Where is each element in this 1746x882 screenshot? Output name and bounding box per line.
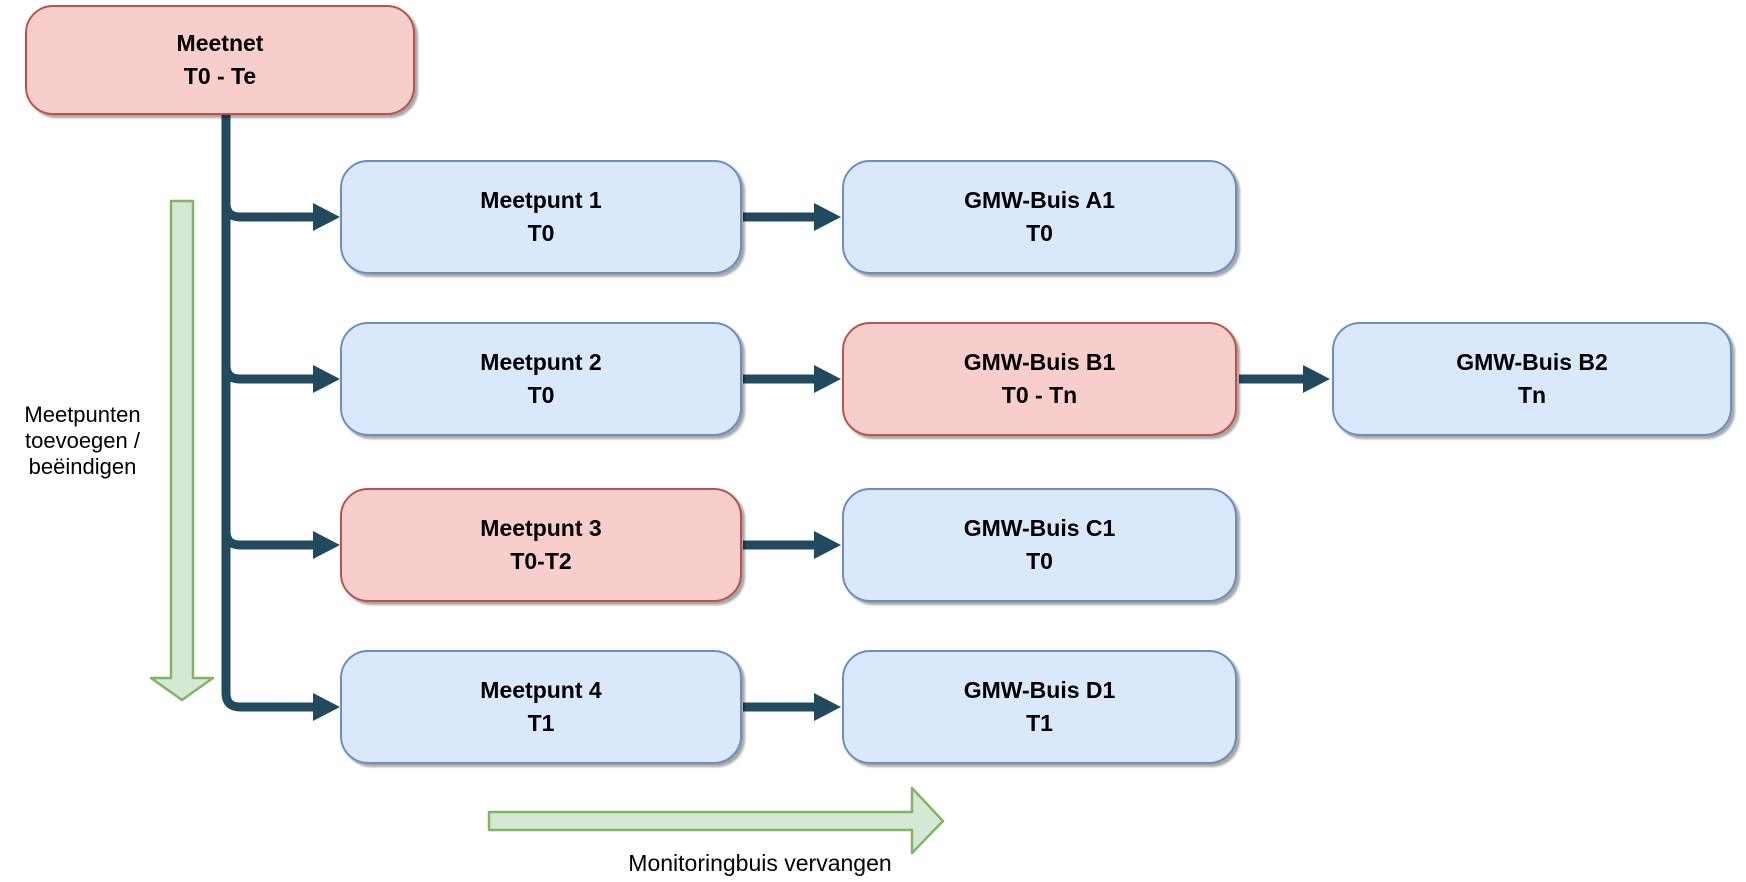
- node-title: Meetpunt 2: [480, 349, 602, 375]
- node-period: T1: [1026, 710, 1053, 736]
- node-gmw-buis-d1: GMW-Buis D1 T1: [842, 650, 1237, 764]
- node-title: GMW-Buis A1: [964, 187, 1115, 213]
- edge-meetnet-meetpunt3: [221, 530, 313, 550]
- node-meetpunt-2: Meetpunt 2 T0: [340, 322, 742, 436]
- node-title: Meetnet: [176, 30, 264, 56]
- edge-meetnet-meetpunt1: [221, 202, 313, 222]
- arrowhead-meetpunt1: [313, 203, 340, 231]
- down-arrow-icon: [149, 199, 215, 702]
- node-period: T0: [527, 220, 555, 246]
- edge-meetnet-trunk: [221, 113, 313, 712]
- right-arrow-icon: [487, 786, 945, 855]
- node-meetpunt-3: Meetpunt 3 T0-T2: [340, 488, 742, 602]
- arrowhead-b2: [1303, 365, 1330, 393]
- arrowhead-meetpunt4: [313, 693, 340, 721]
- arrowhead-c1: [814, 531, 841, 559]
- node-gmw-buis-a1: GMW-Buis A1 T0: [842, 160, 1237, 274]
- node-meetpunt-4: Meetpunt 4 T1: [340, 650, 742, 764]
- node-title: GMW-Buis C1: [963, 515, 1116, 541]
- node-gmw-buis-b2: GMW-Buis B2 Tn: [1332, 322, 1732, 436]
- node-period: T0 - Te: [183, 63, 257, 89]
- arrowhead-b1: [814, 365, 841, 393]
- left-flow-label: Meetpunten toevoegen / beëindigen: [0, 402, 165, 480]
- left-flow-label-line3: beëindigen: [28, 454, 137, 479]
- node-title: GMW-Buis B2: [1456, 349, 1608, 375]
- node-period: T0-T2: [510, 548, 572, 574]
- node-period: Tn: [1517, 382, 1547, 408]
- node-period: T1: [527, 710, 555, 736]
- node-period: T0: [527, 382, 555, 408]
- node-title: GMW-Buis D1: [963, 677, 1116, 703]
- left-flow-label-line1: Meetpunten: [24, 402, 141, 427]
- left-flow-label-line2: toevoegen /: [25, 428, 140, 453]
- arrowhead-meetpunt3: [313, 531, 340, 559]
- bottom-flow-label: Monitoringbuis vervangen: [628, 850, 892, 876]
- node-gmw-buis-b1: GMW-Buis B1 T0 - Tn: [842, 322, 1237, 436]
- node-title: Meetpunt 1: [480, 187, 602, 213]
- node-title: Meetpunt 3: [480, 515, 602, 541]
- arrowhead-meetpunt2: [313, 365, 340, 393]
- node-period: T0: [1026, 220, 1053, 246]
- node-meetnet: Meetnet T0 - Te: [25, 5, 415, 115]
- node-title: GMW-Buis B1: [963, 349, 1116, 375]
- node-period: T0: [1026, 548, 1053, 574]
- node-gmw-buis-c1: GMW-Buis C1 T0: [842, 488, 1237, 602]
- arrowhead-a1: [814, 203, 841, 231]
- node-meetpunt-1: Meetpunt 1 T0: [340, 160, 742, 274]
- arrowhead-d1: [814, 693, 841, 721]
- edge-meetnet-meetpunt2: [221, 364, 313, 384]
- node-period: T0 - Tn: [1001, 382, 1078, 408]
- node-title: Meetpunt 4: [480, 677, 602, 703]
